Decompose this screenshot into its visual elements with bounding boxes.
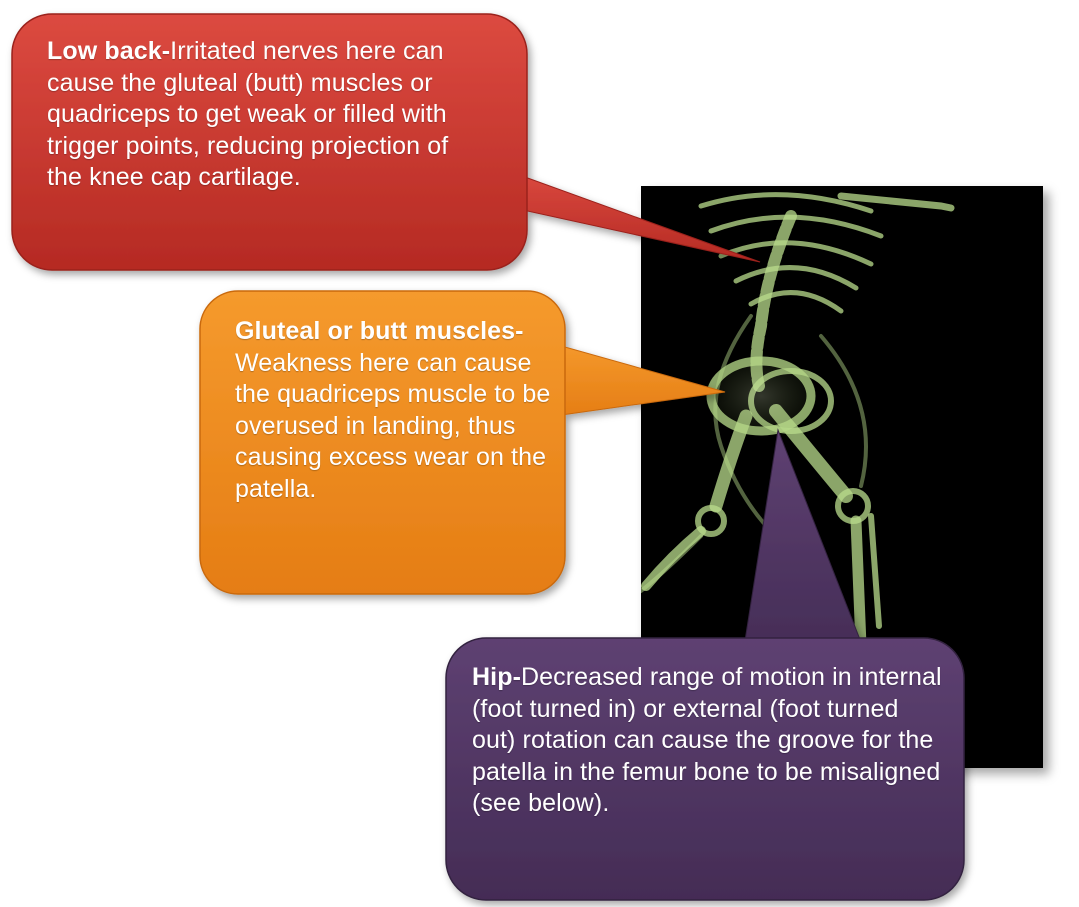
gluteal-description: Weakness here can cause the quadriceps m… (235, 349, 550, 503)
low-back-term: Low back- (47, 37, 170, 65)
gluteal-term: Gluteal or butt muscles- (235, 317, 524, 345)
hip-description: Decreased range of motion in internal (f… (472, 663, 942, 817)
low-back-callout: Low back-Irritated nerves here can cause… (47, 36, 487, 194)
gluteal-callout: Gluteal or butt muscles- Weakness here c… (235, 316, 555, 505)
hip-callout: Hip-Decreased range of motion in interna… (472, 662, 942, 820)
hip-term: Hip- (472, 663, 521, 691)
